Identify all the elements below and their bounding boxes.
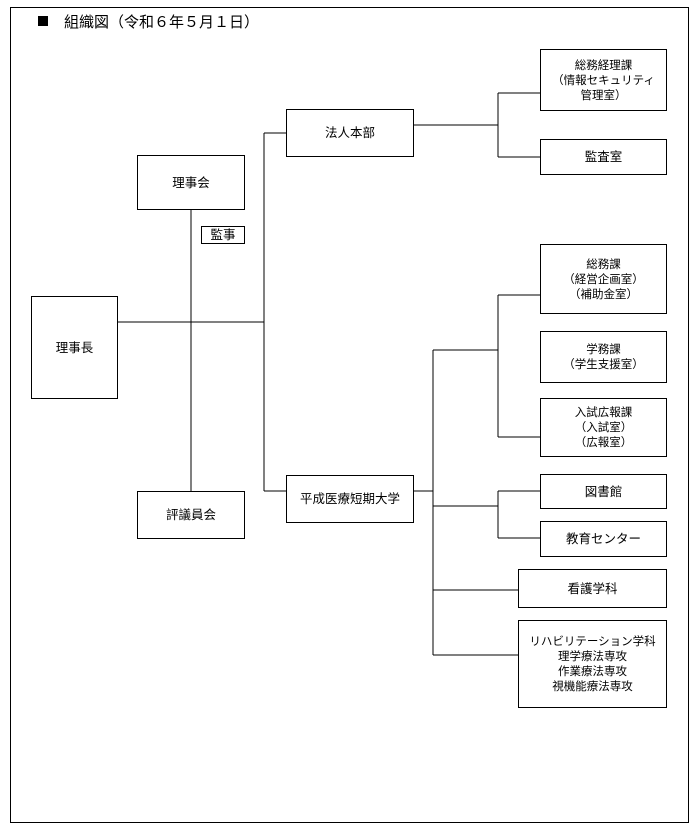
- node-rijikai: 理事会: [137, 155, 245, 210]
- node-label: リハビリテーション学科: [529, 634, 656, 648]
- node-toshokan: 図書館: [540, 474, 667, 509]
- node-label: 入試広報課: [574, 405, 633, 419]
- node-label: 理事長: [55, 339, 94, 355]
- node-label: （補助金室）: [569, 286, 638, 301]
- node-label: 法人本部: [324, 125, 375, 140]
- node-soumu: 総務課 （経営企画室） （補助金室）: [540, 244, 667, 314]
- node-rijicho: 理事長: [31, 296, 118, 399]
- node-nyushi: 入試広報課 （入試室） （広報室）: [540, 398, 667, 457]
- node-kango: 看護学科: [518, 569, 667, 608]
- node-label: 監査室: [584, 149, 623, 164]
- node-label: 平成医療短期大学: [299, 491, 400, 506]
- node-hojin-honbu: 法人本部: [286, 109, 414, 157]
- node-label: 教育センター: [565, 531, 641, 546]
- node-soumu-keiri: 総務経理課 （情報セキュリティ 管理室）: [540, 49, 667, 111]
- node-daigaku: 平成医療短期大学: [286, 475, 414, 523]
- node-label: 理学療法専攻: [558, 649, 627, 663]
- node-gakumu: 学務課 （学生支援室）: [540, 331, 667, 383]
- node-kansa: 監査室: [540, 139, 667, 175]
- node-label: 視機能療法専攻: [552, 679, 633, 693]
- node-kanji: 監事: [201, 226, 245, 244]
- diagram-frame: [10, 7, 689, 823]
- node-label: 理事会: [172, 174, 210, 190]
- node-label: 監事: [210, 227, 236, 242]
- node-label: （情報セキュリティ: [552, 72, 655, 87]
- node-hyogiinkai: 評議員会: [137, 491, 245, 539]
- node-label: （入試室）: [574, 420, 633, 434]
- node-label: 総務課: [586, 256, 621, 271]
- node-label: （学生支援室）: [563, 357, 644, 371]
- node-riha: リハビリテーション学科 理学療法専攻 作業療法専攻 視機能療法専攻: [518, 620, 667, 708]
- square-bullet-icon: [38, 16, 48, 26]
- node-label: 管理室）: [580, 87, 627, 102]
- node-label: 看護学科: [567, 580, 618, 596]
- node-label: （広報室）: [574, 435, 633, 449]
- node-label: （経営企画室）: [563, 271, 644, 286]
- diagram-title: 組織図（令和６年５月１日）: [64, 13, 260, 31]
- diagram-title-row: 組織図（令和６年５月１日）: [38, 10, 259, 34]
- node-label: 図書館: [584, 483, 623, 499]
- node-label: 学務課: [586, 342, 621, 356]
- node-kyoiku: 教育センター: [540, 521, 667, 557]
- node-label: 評議員会: [165, 507, 216, 522]
- node-label: 総務経理課: [574, 57, 633, 72]
- node-label: 作業療法専攻: [558, 664, 627, 678]
